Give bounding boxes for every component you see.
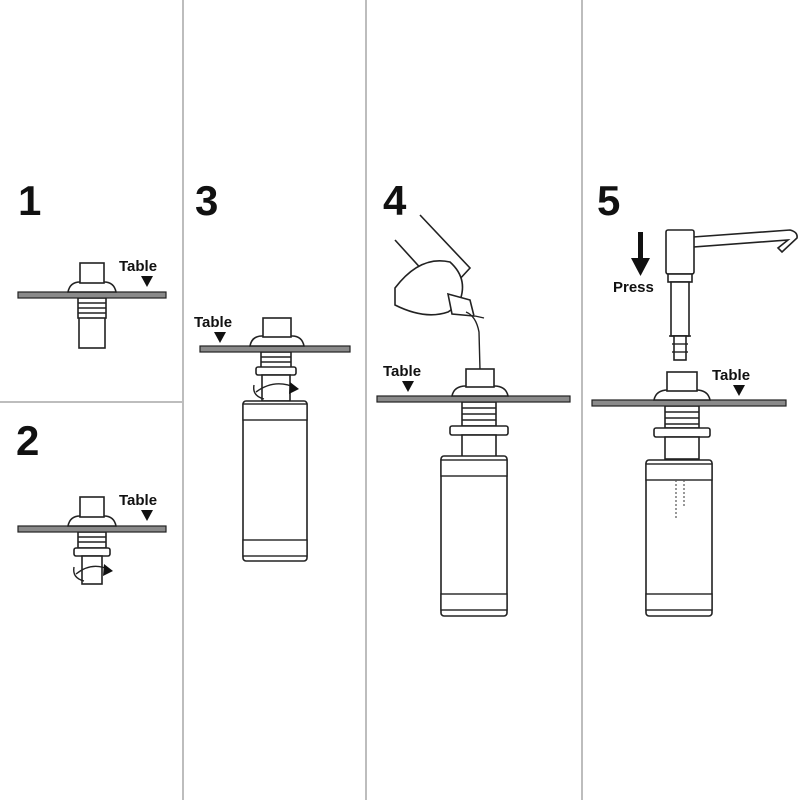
table-label: Table <box>383 363 421 380</box>
soap-bottle <box>242 400 308 562</box>
step-4: 4 Table <box>376 177 571 617</box>
arrow-down-icon <box>733 385 745 396</box>
press-label: Press <box>613 279 654 296</box>
table-label: Table <box>119 492 157 509</box>
table-label: Table <box>119 258 157 275</box>
panel-dividers <box>0 0 583 800</box>
table-label: Table <box>194 314 232 331</box>
table-surface <box>591 399 787 407</box>
step-number: 2 <box>16 417 39 464</box>
table-label: Table <box>712 367 750 384</box>
table-surface <box>17 525 167 533</box>
step-number: 1 <box>18 177 41 224</box>
table-surface <box>376 395 571 403</box>
refill-bottle-icon <box>394 214 485 371</box>
step-3: 3 Table <box>194 177 351 562</box>
rotate-arrow-icon <box>253 382 299 400</box>
step-number: 5 <box>597 177 620 224</box>
arrow-down-icon <box>141 510 153 521</box>
arrow-down-icon <box>214 332 226 343</box>
step-2: 2 Table <box>16 417 167 585</box>
step-1: 1 Table <box>17 177 167 349</box>
arrow-down-icon <box>141 276 153 287</box>
soap-bottle <box>440 455 508 617</box>
table-surface <box>199 345 351 353</box>
table-surface <box>17 291 167 299</box>
step-number: 4 <box>383 177 407 224</box>
step-5: 5 Press Table <box>591 177 798 617</box>
step-number: 3 <box>195 177 218 224</box>
soap-bottle <box>645 459 713 617</box>
pump-head-icon <box>665 229 798 361</box>
arrow-down-icon <box>631 232 650 276</box>
rotate-arrow-icon <box>73 564 113 582</box>
arrow-down-icon <box>402 381 414 392</box>
